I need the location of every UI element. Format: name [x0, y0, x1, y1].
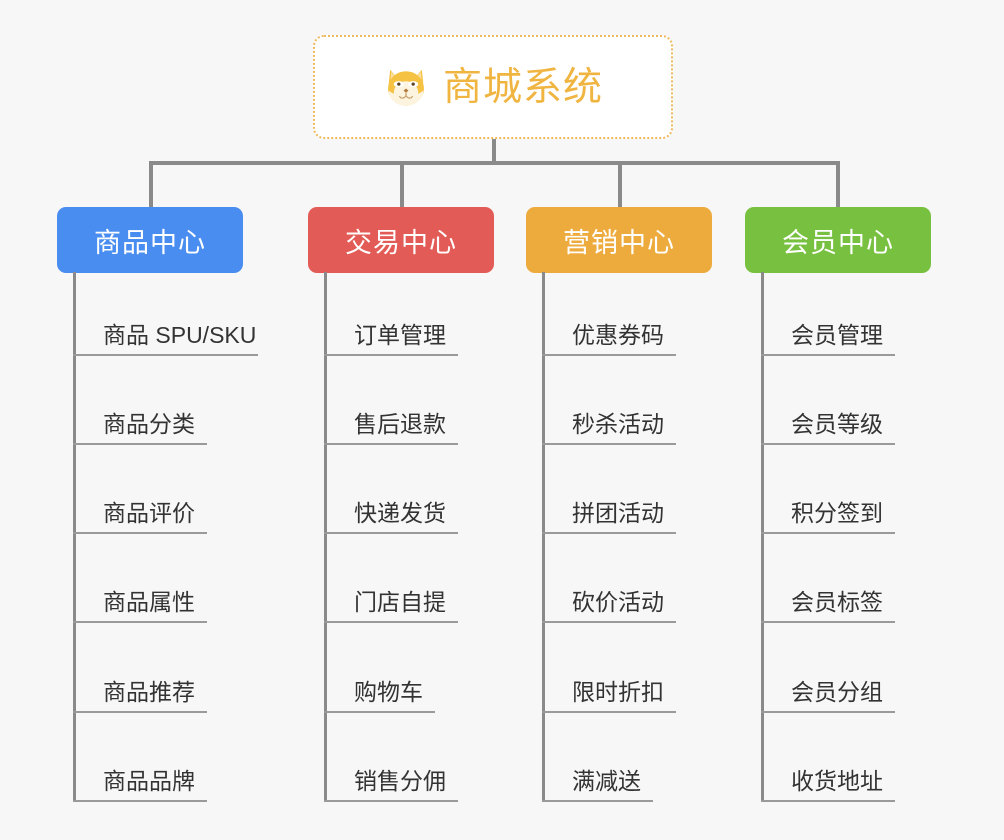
leaf-item-label: 商品品牌 — [103, 768, 195, 794]
leaf-item-label: 积分签到 — [791, 500, 883, 526]
column-stem-member-center — [761, 272, 764, 802]
leaf-item-label: 限时折扣 — [572, 679, 664, 705]
category-box-trade-center[interactable]: 交易中心 — [308, 207, 494, 273]
connector-drop-3 — [618, 161, 622, 209]
root-node-title: 商城系统 — [442, 65, 603, 109]
column-stem-trade-center — [324, 272, 327, 802]
leaf-item-label: 购物车 — [354, 679, 423, 705]
leaf-item-underline — [73, 443, 207, 445]
column-stem-product-center — [73, 272, 76, 802]
connector-horizontal-bar — [149, 161, 840, 165]
leaf-item-label: 快递发货 — [354, 500, 446, 526]
leaf-item-label: 商品 SPU/SKU — [103, 322, 257, 348]
leaf-item-label: 会员标签 — [791, 589, 883, 615]
leaf-item-underline — [761, 354, 895, 356]
leaf-item-underline — [324, 711, 435, 713]
leaf-item-underline — [324, 443, 458, 445]
column-stem-marketing-center — [542, 272, 545, 802]
leaf-item-label: 会员分组 — [791, 679, 883, 705]
leaf-item-label: 售后退款 — [354, 411, 446, 437]
category-box-product-center[interactable]: 商品中心 — [57, 207, 243, 273]
leaf-item-underline — [761, 800, 895, 802]
leaf-item-label: 商品分类 — [103, 411, 195, 437]
leaf-item-label: 商品属性 — [103, 589, 195, 615]
category-box-marketing-center[interactable]: 营销中心 — [526, 207, 712, 273]
leaf-item-underline — [542, 621, 676, 623]
leaf-item-underline — [324, 800, 458, 802]
shiba-dog-face-icon — [388, 69, 424, 106]
connector-root-stem — [492, 139, 496, 164]
leaf-item-underline — [542, 443, 676, 445]
leaf-item-underline — [761, 443, 895, 445]
category-label-marketing-center: 营销中心 — [563, 227, 675, 258]
leaf-item-label: 收货地址 — [791, 768, 883, 794]
leaf-item-label: 满减送 — [572, 768, 641, 794]
leaf-item-underline — [542, 532, 676, 534]
leaf-item-underline — [542, 800, 653, 802]
category-label-product-center: 商品中心 — [94, 227, 206, 258]
leaf-item-underline — [761, 711, 895, 713]
category-label-member-center: 会员中心 — [782, 227, 894, 258]
leaf-item-label: 商品推荐 — [103, 679, 195, 705]
leaf-item-label: 门店自提 — [354, 589, 446, 615]
leaf-item-label: 砍价活动 — [572, 589, 664, 615]
leaf-item-label: 会员管理 — [791, 322, 883, 348]
leaf-item-underline — [324, 532, 458, 534]
leaf-item-label: 订单管理 — [354, 322, 446, 348]
leaf-item-underline — [73, 800, 207, 802]
leaf-item-underline — [73, 711, 207, 713]
leaf-item-underline — [761, 532, 895, 534]
leaf-item-underline — [324, 354, 458, 356]
connector-drop-2 — [400, 161, 404, 209]
leaf-item-label: 拼团活动 — [572, 500, 664, 526]
leaf-item-label: 商品评价 — [103, 500, 195, 526]
connector-drop-1 — [149, 161, 153, 209]
leaf-item-label: 优惠券码 — [572, 322, 664, 348]
leaf-item-label: 会员等级 — [791, 411, 883, 437]
root-node-content: 商城系统 — [383, 64, 603, 110]
leaf-item-underline — [542, 711, 676, 713]
leaf-item-underline — [73, 621, 207, 623]
category-label-trade-center: 交易中心 — [345, 227, 457, 258]
leaf-item-underline — [324, 621, 458, 623]
category-box-member-center[interactable]: 会员中心 — [745, 207, 931, 273]
leaf-item-underline — [761, 621, 895, 623]
leaf-item-label: 销售分佣 — [354, 768, 446, 794]
leaf-item-underline — [542, 354, 676, 356]
leaf-item-underline — [73, 532, 207, 534]
root-node-mall-system[interactable]: 商城系统 — [313, 35, 673, 139]
leaf-item-label: 秒杀活动 — [572, 411, 664, 437]
leaf-item-underline — [73, 354, 258, 356]
connector-drop-4 — [836, 161, 840, 209]
